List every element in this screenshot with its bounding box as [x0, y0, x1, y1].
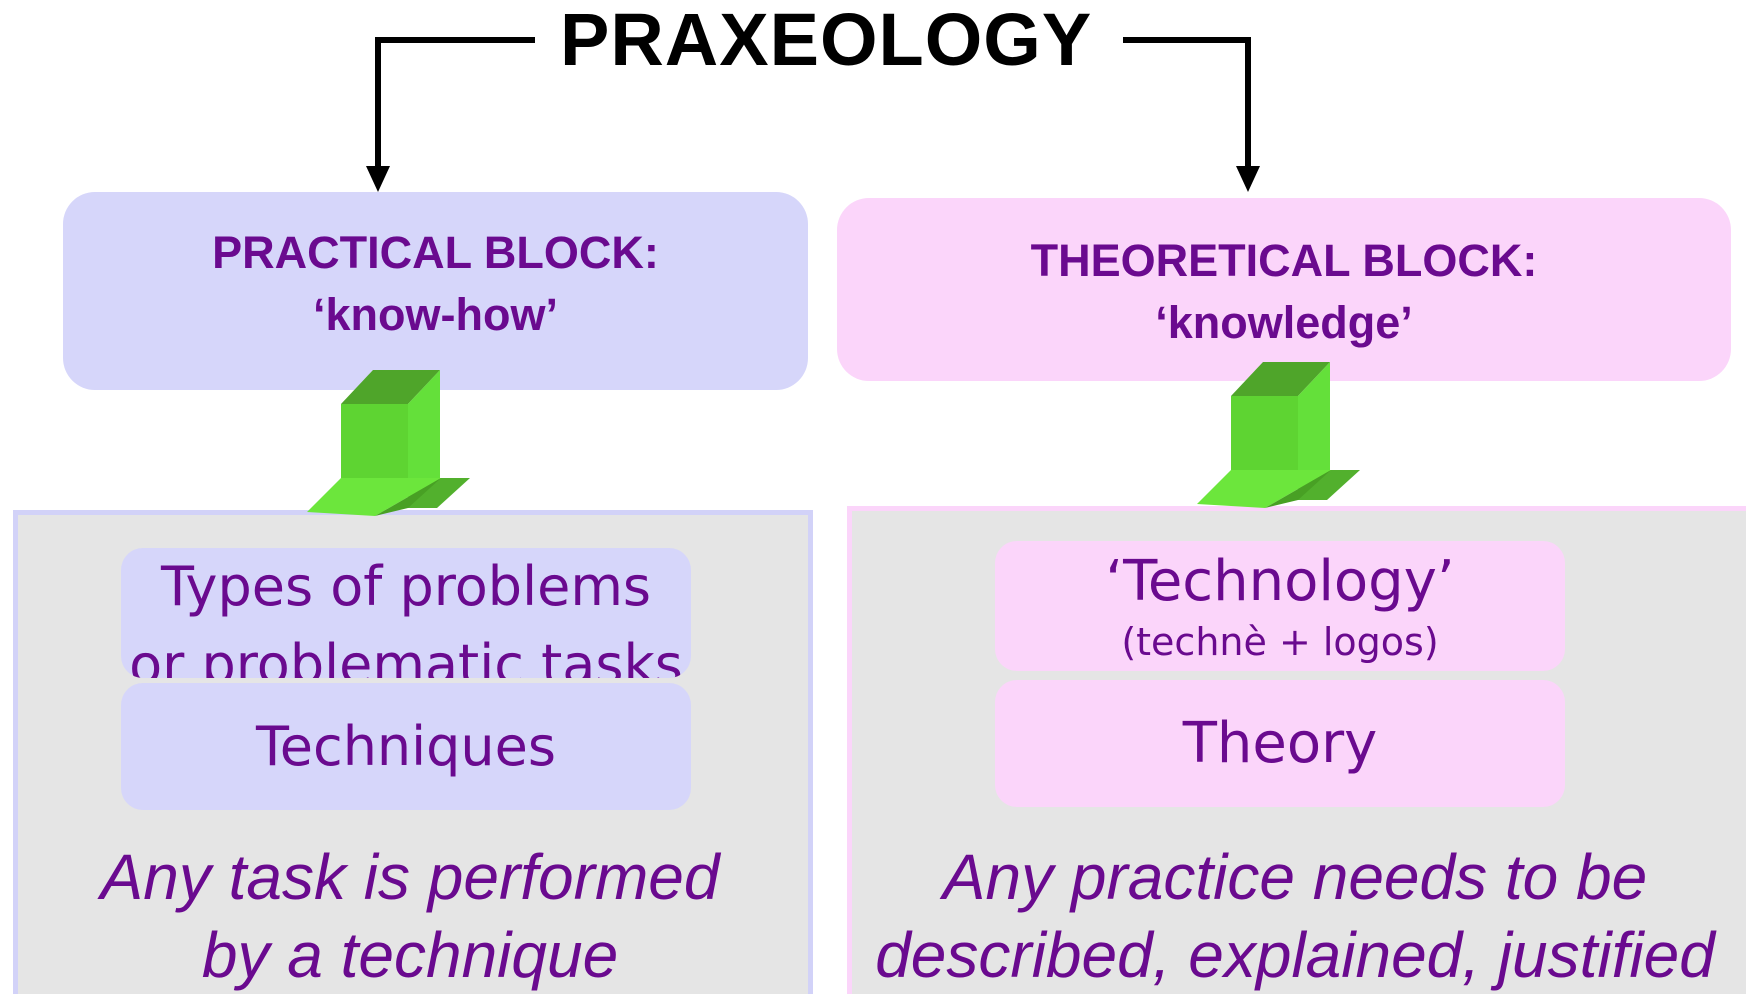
right-connector-arrow-icon [1123, 37, 1251, 172]
technology-sublabel: (technè + logos) [1121, 620, 1439, 664]
practical-block-subheading: ‘know-how’ [313, 289, 558, 340]
theoretical-block-heading: THEORETICAL BLOCK: [1030, 235, 1538, 286]
types-of-problems-card: Types of problems or problematic tasks [121, 548, 691, 678]
theoretical-statement-line2: described, explained, justified [875, 919, 1715, 991]
practical-statement: Any task is performed by a technique [20, 838, 800, 994]
right-arrowhead-icon [1236, 166, 1260, 192]
theory-label: Theory [1182, 711, 1378, 776]
theoretical-block-subheading: ‘knowledge’ [1155, 297, 1413, 348]
connector-arrows [366, 37, 1260, 192]
technology-label: ‘Technology’ [1105, 549, 1455, 614]
types-of-problems-line2: or problematic tasks [129, 633, 683, 678]
practical-down-arrow-icon [307, 370, 470, 516]
technology-card: ‘Technology’ (technè + logos) [995, 541, 1565, 671]
diagram-title: PRAXEOLOGY [560, 0, 1093, 81]
left-arrowhead-icon [366, 166, 390, 192]
practical-block: PRACTICAL BLOCK: ‘know-how’ [63, 192, 808, 390]
theoretical-statement: Any practice needs to be described, expl… [850, 838, 1740, 994]
theoretical-block: THEORETICAL BLOCK: ‘knowledge’ [837, 198, 1731, 381]
theoretical-down-arrow-icon [1197, 362, 1360, 508]
techniques-label: Techniques [255, 715, 557, 778]
techniques-card: Techniques [121, 683, 691, 810]
theory-card: Theory [995, 680, 1565, 807]
practical-block-heading: PRACTICAL BLOCK: [212, 227, 659, 278]
types-of-problems-line1: Types of problems [160, 555, 652, 618]
practical-statement-line2: by a technique [201, 919, 619, 991]
left-connector-arrow-icon [375, 37, 535, 172]
practical-statement-line1: Any task is performed [100, 841, 720, 913]
theoretical-statement-line1: Any practice needs to be [942, 841, 1648, 913]
